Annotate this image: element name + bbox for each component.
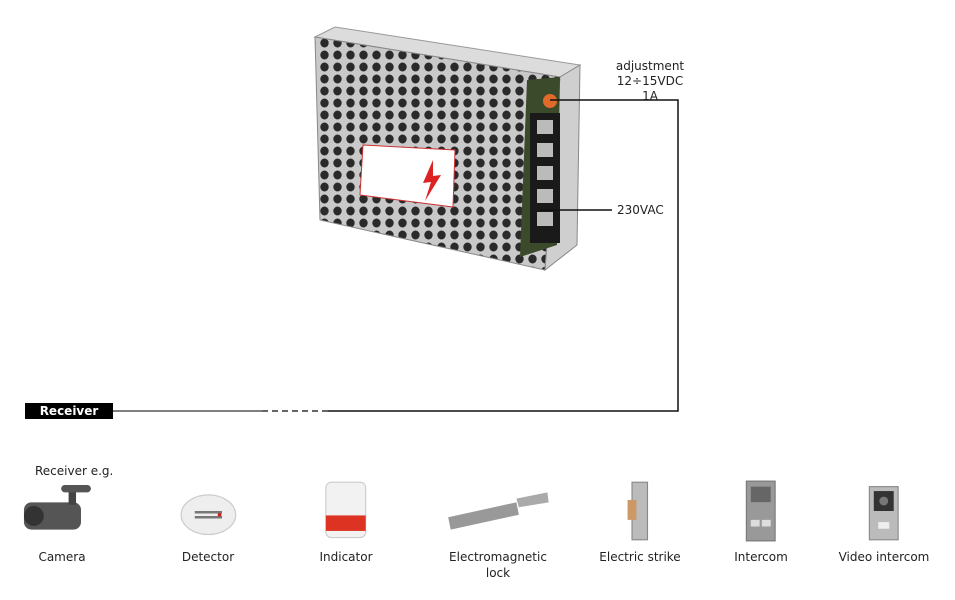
voltage-range: 12÷15VDC	[616, 74, 684, 88]
power-supply-image	[313, 26, 582, 272]
example-label: Indicator	[319, 550, 373, 564]
example-electric-strike: Electric strike	[580, 480, 700, 565]
example-label: Electromagnetic lock	[449, 550, 547, 580]
adjustment-label: adjustment 12÷15VDC 1A	[600, 59, 700, 104]
example-indicator: Indicator	[286, 480, 406, 565]
current-rating: 1A	[642, 89, 658, 103]
example-label: Detector	[181, 550, 235, 564]
example-label: Camera	[38, 550, 86, 564]
electromagnetic-lock-icon	[448, 492, 549, 530]
adjustment-text: adjustment	[615, 59, 685, 73]
detector-icon	[180, 494, 236, 536]
video-intercom-icon	[869, 486, 899, 541]
camera-icon	[23, 484, 91, 530]
example-electromagnetic-lock: Electromagnetic lock	[438, 480, 558, 581]
example-camera: Camera	[2, 480, 122, 565]
indicator-icon	[325, 481, 367, 539]
electric-strike-icon	[627, 481, 649, 541]
input-voltage-label: 230VAC	[617, 203, 664, 217]
example-intercom: Intercom	[701, 480, 821, 565]
example-label: Intercom	[734, 550, 788, 564]
example-detector: Detector	[148, 480, 268, 565]
example-label: Video intercom	[838, 550, 930, 564]
receiver-box: Receiver	[25, 403, 113, 419]
intercom-icon	[746, 480, 776, 542]
example-label: Electric strike	[599, 550, 681, 564]
output-wire	[328, 99, 679, 412]
examples-title: Receiver e.g.	[35, 464, 114, 478]
example-video-intercom: Video intercom	[824, 480, 944, 565]
